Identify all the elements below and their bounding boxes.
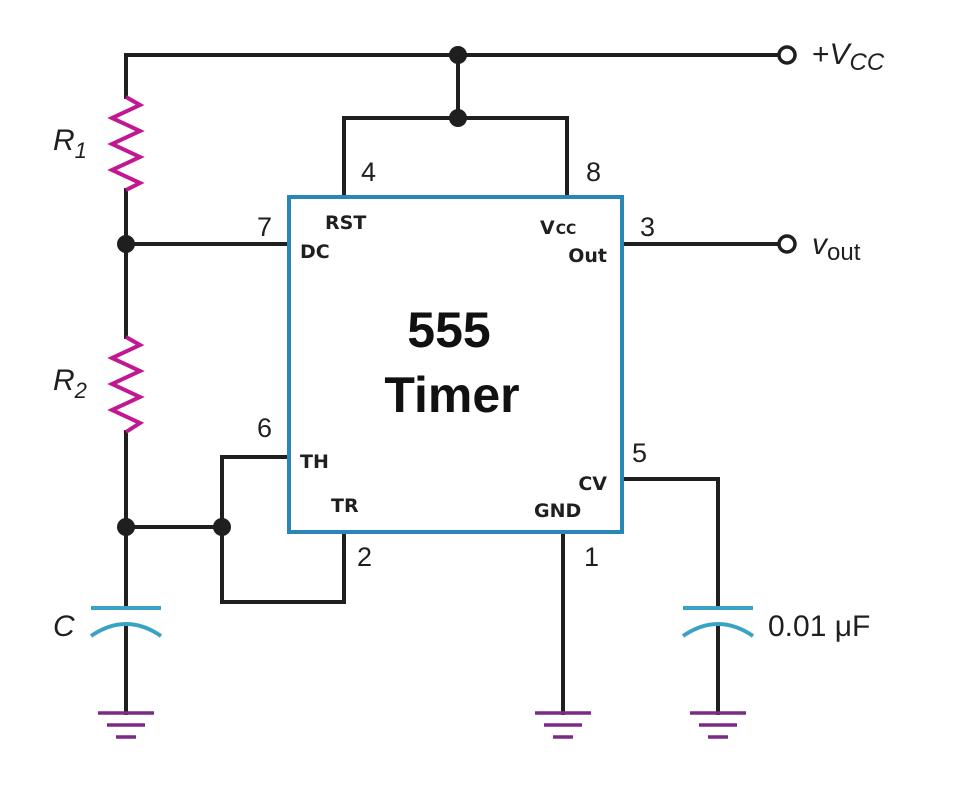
pin-number-th: 6 bbox=[257, 413, 272, 443]
junction-rst-vcc bbox=[449, 109, 467, 127]
pin-number-vcc: 8 bbox=[586, 157, 601, 187]
ground-symbol-cv bbox=[690, 711, 746, 739]
ic-555-body bbox=[287, 195, 624, 534]
wire-th-loop bbox=[220, 455, 346, 604]
pin-number-out: 3 bbox=[640, 212, 655, 242]
capacitor-c-symbol bbox=[89, 606, 163, 638]
terminal-vout bbox=[777, 234, 797, 254]
ground-symbol-c bbox=[98, 711, 154, 739]
wire-vcc-rail bbox=[124, 53, 780, 99]
resistor-r1-symbol bbox=[107, 95, 145, 192]
pin-number-dc: 7 bbox=[257, 212, 272, 242]
label-supply: +VCC bbox=[812, 38, 885, 76]
pin-number-tr: 2 bbox=[357, 542, 372, 572]
ground-symbol-gnd bbox=[535, 711, 591, 739]
junctions bbox=[117, 46, 467, 536]
pin-number-rst: 4 bbox=[361, 157, 376, 187]
pin-label-vcc: VCC bbox=[540, 217, 576, 239]
label-c: C bbox=[53, 610, 75, 643]
pin-label-tr: TR bbox=[331, 495, 359, 517]
pin-label-out: Out bbox=[568, 245, 607, 267]
label-r2: R2 bbox=[53, 364, 87, 403]
wire-cv bbox=[620, 477, 720, 610]
capacitor-cv-symbol bbox=[681, 606, 755, 638]
junction-vcc bbox=[449, 46, 467, 64]
terminal-vcc bbox=[777, 45, 797, 65]
pin-number-cv: 5 bbox=[632, 438, 647, 468]
chip-title-number: 555 bbox=[407, 302, 490, 358]
junction-th-tr bbox=[213, 518, 231, 536]
wire-pin4-pin8 bbox=[342, 116, 569, 199]
pin-label-cv: CV bbox=[578, 473, 607, 495]
pin-label-gnd: GND bbox=[534, 500, 581, 522]
label-output: vout bbox=[812, 228, 861, 266]
pin-label-th: TH bbox=[300, 451, 329, 473]
junction-cap bbox=[117, 518, 135, 536]
resistor-r2-symbol bbox=[107, 335, 145, 434]
pin-label-rst: RST bbox=[325, 212, 366, 234]
junction-dc bbox=[117, 235, 135, 253]
pin-label-dc: DC bbox=[300, 241, 330, 263]
chip-title-name: Timer bbox=[384, 367, 519, 423]
label-r1: R1 bbox=[53, 124, 87, 163]
label-cv-capacitor: 0.01 μF bbox=[768, 610, 870, 643]
pin-number-gnd: 1 bbox=[584, 542, 599, 572]
